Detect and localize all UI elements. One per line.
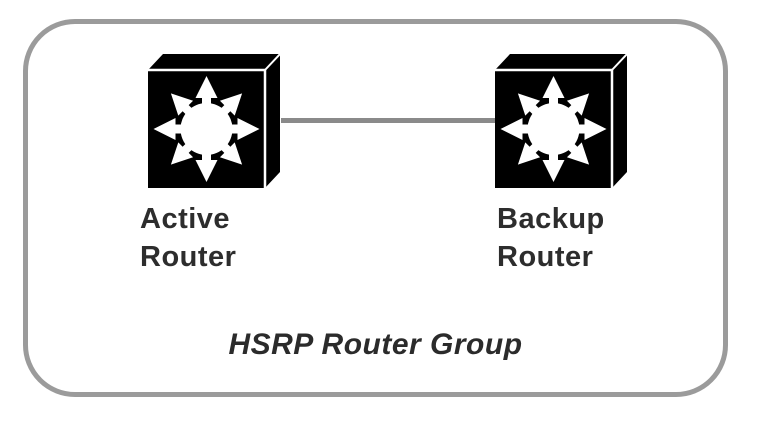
router-link-line bbox=[281, 118, 495, 123]
router-icon bbox=[495, 52, 627, 188]
group-caption: HSRP Router Group bbox=[228, 328, 523, 361]
backup-router-label: Backup Router bbox=[497, 203, 605, 273]
active-router-label: Active Router bbox=[140, 203, 237, 273]
node-active-router bbox=[148, 52, 280, 188]
node-backup-router bbox=[495, 52, 627, 188]
router-icon bbox=[148, 52, 280, 188]
